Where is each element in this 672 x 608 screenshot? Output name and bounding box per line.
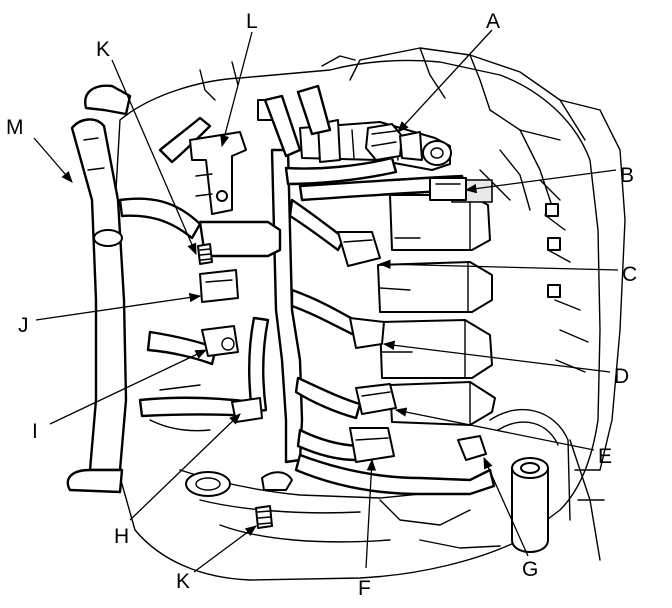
connector-f — [349, 427, 395, 463]
callout-a: A — [486, 10, 500, 33]
leader-b — [464, 169, 617, 194]
leader-e — [394, 407, 595, 451]
callout-i: I — [32, 420, 38, 443]
connector-b — [429, 177, 467, 201]
callout-h: H — [114, 525, 129, 548]
bolt-upper — [197, 243, 213, 265]
connector-h — [231, 397, 263, 423]
connector-i — [201, 325, 239, 357]
leader-m — [33, 137, 73, 183]
leader-k-top — [111, 59, 197, 256]
connector-d — [349, 317, 385, 349]
callout-g: G — [522, 558, 538, 581]
callout-labels: A B C D E F G H I J K K L M — [6, 10, 637, 600]
engine-block — [109, 47, 626, 581]
connector-g — [457, 435, 487, 461]
leader-i — [49, 349, 208, 425]
callout-b: B — [620, 164, 634, 187]
callout-e: E — [598, 445, 612, 468]
leader-l — [220, 31, 253, 148]
callout-f: F — [358, 577, 371, 600]
leader-a — [397, 29, 493, 133]
injector-row — [377, 179, 496, 426]
callout-k-bottom: K — [176, 570, 190, 593]
main-harness — [118, 84, 496, 496]
bolt-lower — [255, 471, 293, 529]
connector-e — [355, 383, 397, 415]
leader-lines — [33, 29, 619, 573]
top-rail — [299, 119, 452, 171]
callout-j: J — [18, 314, 29, 337]
callout-l: L — [246, 10, 258, 33]
callout-m: M — [6, 116, 24, 139]
leader-c — [378, 259, 619, 271]
connector-j — [199, 269, 239, 303]
connector-c — [337, 231, 381, 267]
connectors — [197, 177, 487, 529]
leader-g — [483, 456, 529, 557]
bracket-l — [189, 131, 247, 215]
callout-c: C — [622, 263, 637, 286]
leader-f — [365, 458, 377, 569]
leader-k-bottom — [193, 525, 257, 573]
leader-d — [382, 340, 611, 373]
coolant-pipe — [66, 84, 132, 494]
leader-h — [129, 413, 241, 521]
callout-d: D — [614, 365, 629, 388]
callout-k-top: K — [96, 38, 110, 61]
leader-j — [35, 292, 202, 321]
